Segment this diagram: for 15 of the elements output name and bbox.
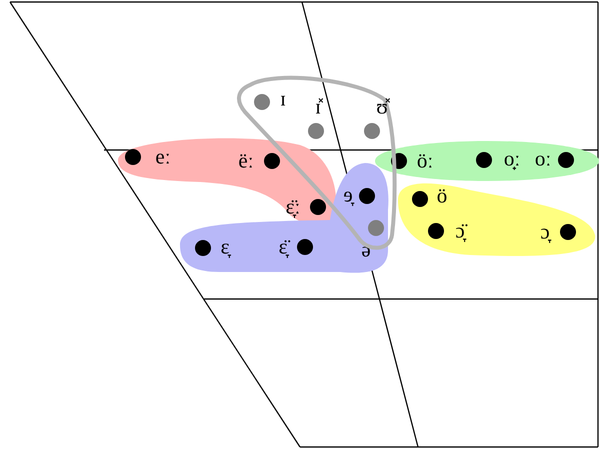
vowel-symbol: ɔ̞ bbox=[540, 221, 550, 242]
vowel-symbol: ɪ̽ bbox=[315, 96, 321, 118]
vowel-symbol: eː bbox=[155, 146, 171, 168]
vowel-symbol: ɪ bbox=[280, 88, 286, 110]
vowel-symbol: o̟ː bbox=[504, 148, 520, 170]
vowel-symbol: ɘ̞ bbox=[343, 184, 353, 206]
vowel-symbol: ɛ̞ bbox=[220, 236, 230, 258]
vowel-symbol: ʊ̽ bbox=[376, 96, 388, 118]
vowel-symbol: ëː bbox=[238, 150, 254, 172]
vowel-symbol: ə bbox=[361, 239, 371, 260]
vowel-symbol: öː bbox=[416, 150, 434, 172]
vowel-symbol: ö bbox=[436, 185, 448, 206]
vowel-symbol: ɔ̞̈ bbox=[455, 220, 465, 242]
vowel-symbol: oː bbox=[534, 148, 552, 170]
vowel-symbol: ɛ̞̈ː bbox=[286, 196, 300, 218]
